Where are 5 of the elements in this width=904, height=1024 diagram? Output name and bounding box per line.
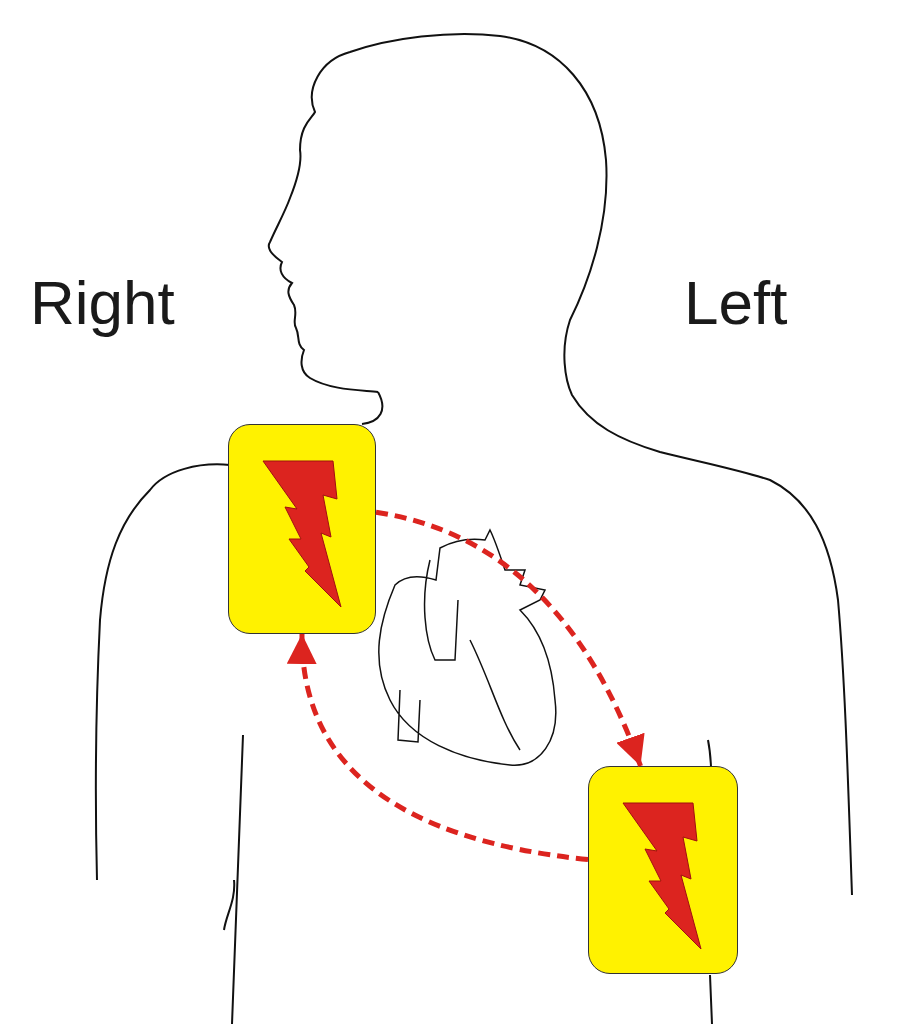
electrode-pad [228, 424, 376, 634]
arrow [375, 509, 644, 767]
side-label: Left [684, 272, 788, 334]
electrode-pad [588, 766, 738, 974]
arrow [288, 633, 589, 863]
